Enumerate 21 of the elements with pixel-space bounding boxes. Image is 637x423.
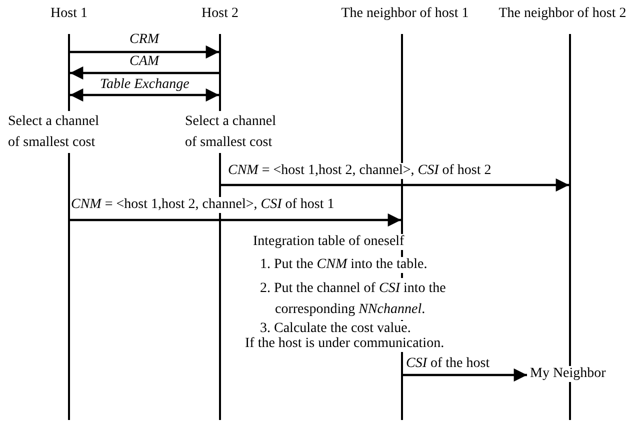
edge-label: CNM = <host 1,host 2, channel>, CSI of host 1 — [71, 197, 334, 213]
message-arrow — [70, 88, 219, 102]
edge-label: CAM — [130, 54, 160, 70]
edge-label: CNM = <host 1,host 2, channel>, CSI of host 2 — [228, 163, 492, 179]
edge-label: Table Exchange — [100, 77, 190, 93]
edge-label: CSI of the host — [406, 356, 490, 372]
message-arrow — [403, 368, 527, 382]
step-note: If the host is under communication. — [245, 336, 444, 352]
step-note: Integration table of oneself — [253, 234, 404, 250]
message-arrow — [70, 66, 219, 80]
node-text: My Neighbor — [530, 366, 606, 382]
message-arrow — [70, 213, 401, 227]
lifeline-header: Host 1 — [50, 6, 88, 22]
step-note: 1. Put the CNM into the table. — [260, 257, 428, 273]
step-note: 3. Calculate the cost value. — [260, 321, 411, 337]
message-arrow — [221, 178, 569, 192]
edge-label: CRM — [130, 32, 160, 48]
message-arrow — [70, 45, 219, 59]
lifeline-header: The neighbor of host 1 — [340, 6, 470, 22]
lifeline-header: Host 2 — [200, 6, 240, 22]
lifeline-header: The neighbor of host 2 — [498, 6, 628, 22]
